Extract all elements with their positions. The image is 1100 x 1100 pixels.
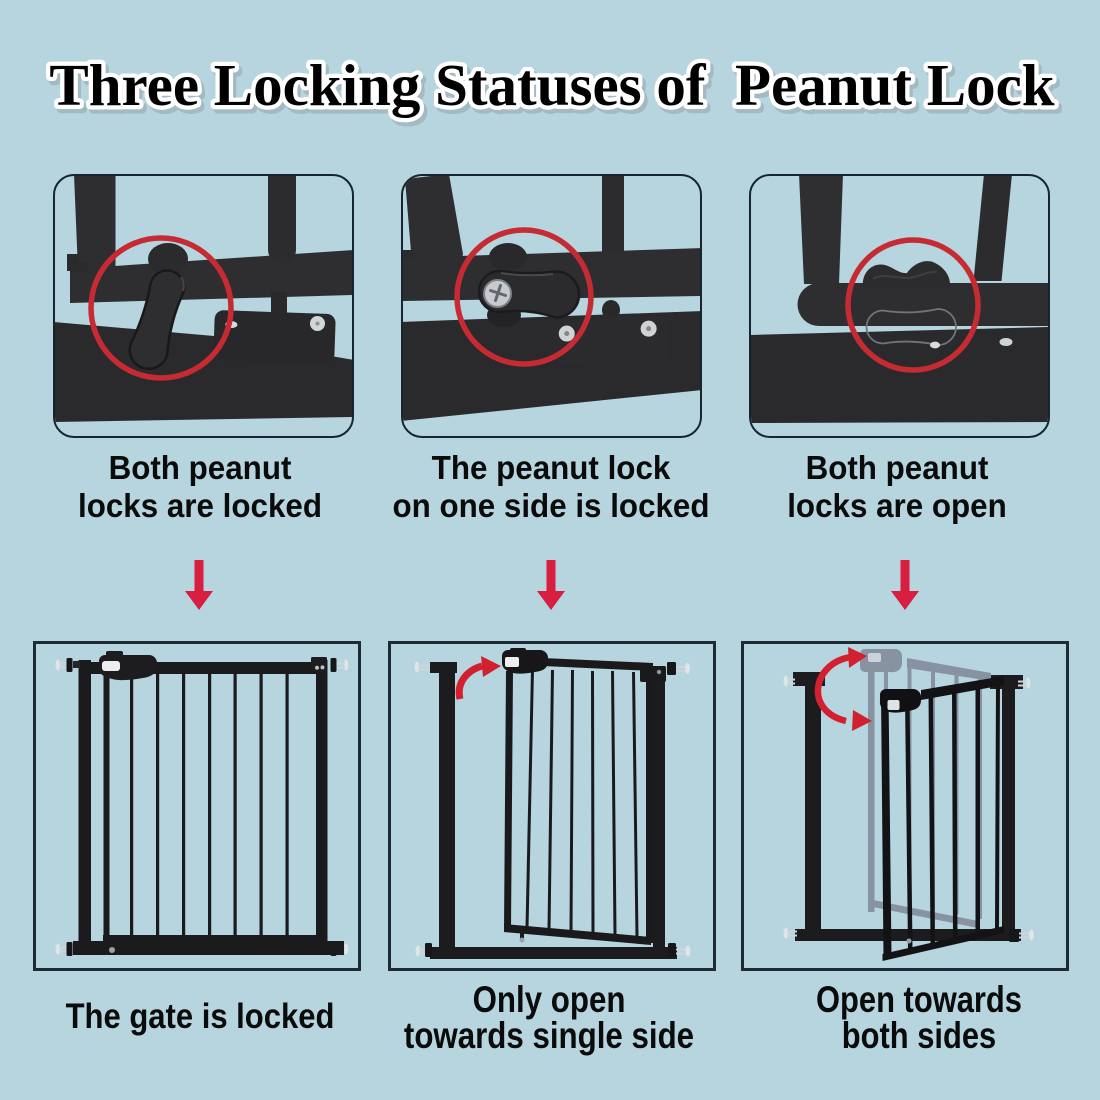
svg-text:Three Locking Statuses of Pea: Three Locking Statuses of Peanut Lock [49,52,1054,118]
svg-text:Three Locking Statuses of Pea: Three Locking Statuses of Peanut Lock [52,56,1057,122]
